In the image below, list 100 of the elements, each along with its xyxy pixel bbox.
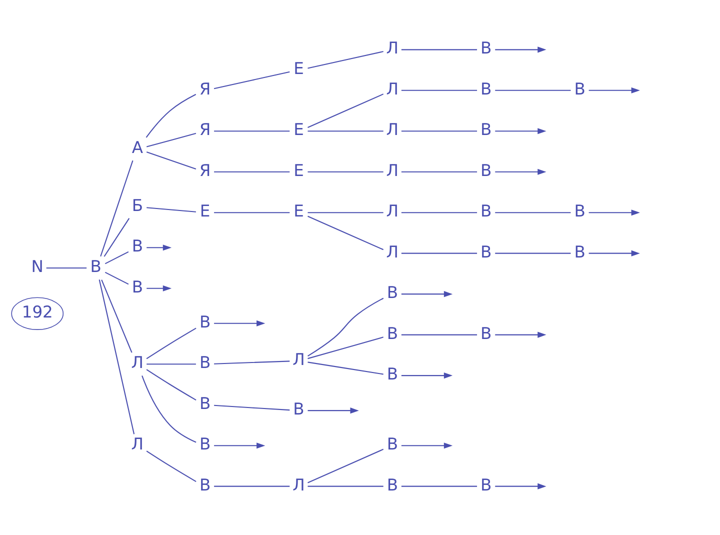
connector (146, 450, 196, 482)
arrow (495, 168, 546, 174)
connector (308, 212, 384, 213)
connector (401, 212, 478, 213)
node-text: В (386, 282, 398, 302)
node-text: В (386, 474, 398, 494)
node-text: Я (199, 78, 211, 98)
node-text: В (199, 393, 211, 412)
node-text: В (386, 434, 398, 454)
connector (142, 374, 196, 442)
connector (46, 266, 87, 268)
connector (495, 252, 571, 254)
connector (214, 130, 290, 132)
connector (146, 368, 196, 400)
node-text: Е (294, 201, 304, 220)
arrow (401, 442, 453, 448)
connector (214, 70, 290, 89)
connector (146, 327, 196, 359)
node-text: В (293, 399, 304, 418)
node-text: В (480, 201, 492, 220)
node-text: Е (200, 201, 210, 220)
connector (401, 485, 478, 486)
arrow (495, 46, 546, 52)
arrow (146, 244, 172, 250)
connector (401, 334, 478, 335)
node-text: В (386, 323, 398, 342)
node-text: Л (131, 352, 144, 372)
connector (401, 48, 478, 50)
connector (308, 448, 384, 483)
node-text: В (199, 312, 211, 331)
connector (401, 170, 478, 172)
node-text: В (199, 434, 211, 454)
node-text: В (574, 78, 586, 98)
node-text: В (480, 38, 492, 58)
connector (308, 170, 384, 172)
arrow (308, 407, 359, 414)
node-text: Л (386, 38, 399, 58)
connector (401, 130, 478, 132)
arrow (146, 284, 172, 291)
connector (308, 215, 384, 250)
node-text: Я (199, 120, 211, 139)
connector (146, 150, 196, 169)
node-text: В (132, 236, 144, 256)
connector (308, 336, 384, 359)
node-text: В (386, 364, 398, 384)
node-text: Л (386, 120, 399, 139)
node-ellipse: 192 (11, 296, 64, 330)
node-text: Б (132, 195, 144, 214)
arrow (495, 482, 546, 489)
node-text: Л (131, 434, 144, 454)
connector (146, 93, 196, 138)
arrow (401, 290, 453, 297)
connector (146, 363, 196, 364)
connector (146, 132, 196, 147)
connector (307, 297, 384, 356)
connector (214, 360, 290, 364)
connector (101, 279, 132, 352)
node-text: Л (386, 78, 399, 98)
connector (308, 93, 384, 128)
node-text: Е (294, 120, 304, 139)
node-text: В (199, 352, 211, 372)
arrow (214, 320, 266, 326)
arrow (588, 209, 640, 216)
node-text: N (31, 256, 44, 276)
node-text: Я (199, 160, 211, 180)
node-text: В (480, 242, 492, 261)
connector (104, 250, 129, 264)
connector (146, 206, 196, 212)
connector (104, 271, 129, 284)
node-text: Л (292, 349, 305, 368)
node-text: Е (294, 160, 304, 180)
arrow (495, 128, 546, 134)
arrow (588, 86, 640, 93)
connector (104, 218, 130, 256)
connector (214, 212, 290, 213)
node-text: В (574, 242, 586, 261)
connector (308, 130, 384, 132)
node-text: В (199, 474, 211, 494)
node-text: А (132, 138, 144, 157)
connector (401, 89, 478, 90)
connector (308, 50, 384, 68)
arrow (401, 372, 453, 378)
connector (401, 252, 478, 254)
node-text: В (480, 474, 492, 494)
node-text: В (132, 276, 144, 296)
node-text: В (480, 120, 492, 139)
connector (214, 170, 290, 172)
connector (308, 485, 384, 486)
connector (308, 361, 384, 374)
node-text: В (480, 323, 492, 342)
node-text: Е (294, 58, 304, 78)
connector (98, 279, 135, 434)
node-text: В (480, 160, 492, 180)
node-text: Л (386, 201, 399, 220)
node-text: Л (292, 474, 305, 494)
node-text: Л (386, 242, 399, 261)
connector (100, 160, 134, 256)
connector (495, 89, 571, 90)
arrow (214, 442, 266, 448)
node-text: В (480, 78, 492, 98)
